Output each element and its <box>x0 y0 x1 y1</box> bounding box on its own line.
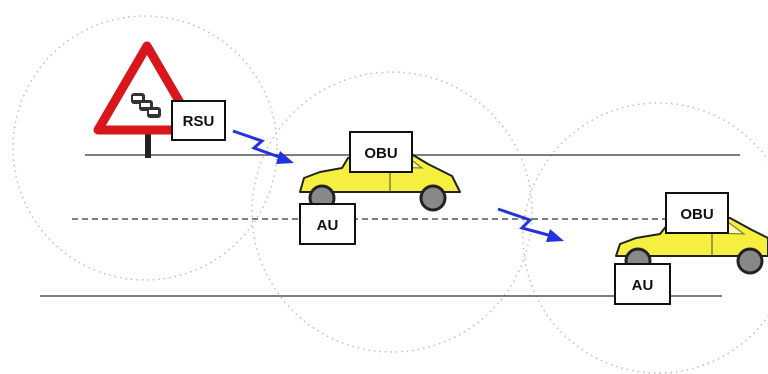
range-circles <box>12 15 768 374</box>
au-box-1: AU <box>299 203 356 245</box>
obu-box-1: OBU <box>349 131 413 173</box>
vehicle-2-range-circle <box>522 102 768 374</box>
rsu-box: RSU <box>171 100 226 141</box>
wireless-signal-arrow-icon-2 <box>497 207 564 242</box>
jam-cars-icon <box>131 93 161 118</box>
obu-box-2: OBU <box>665 192 729 234</box>
vehicle-1-range-circle <box>251 71 533 353</box>
au-1-label: AU <box>317 217 339 234</box>
rsu-range-circle <box>12 15 278 281</box>
rsu-label: RSU <box>183 113 215 130</box>
obu-1-label: OBU <box>364 145 397 162</box>
car-1-front-wheel <box>419 184 447 212</box>
au-box-2: AU <box>614 263 671 305</box>
obu-2-label: OBU <box>680 206 713 223</box>
sign-pole <box>145 128 151 158</box>
au-2-label: AU <box>632 277 654 294</box>
wireless-signal-arrow-icon <box>232 129 294 164</box>
car-2-front-wheel <box>736 247 764 275</box>
